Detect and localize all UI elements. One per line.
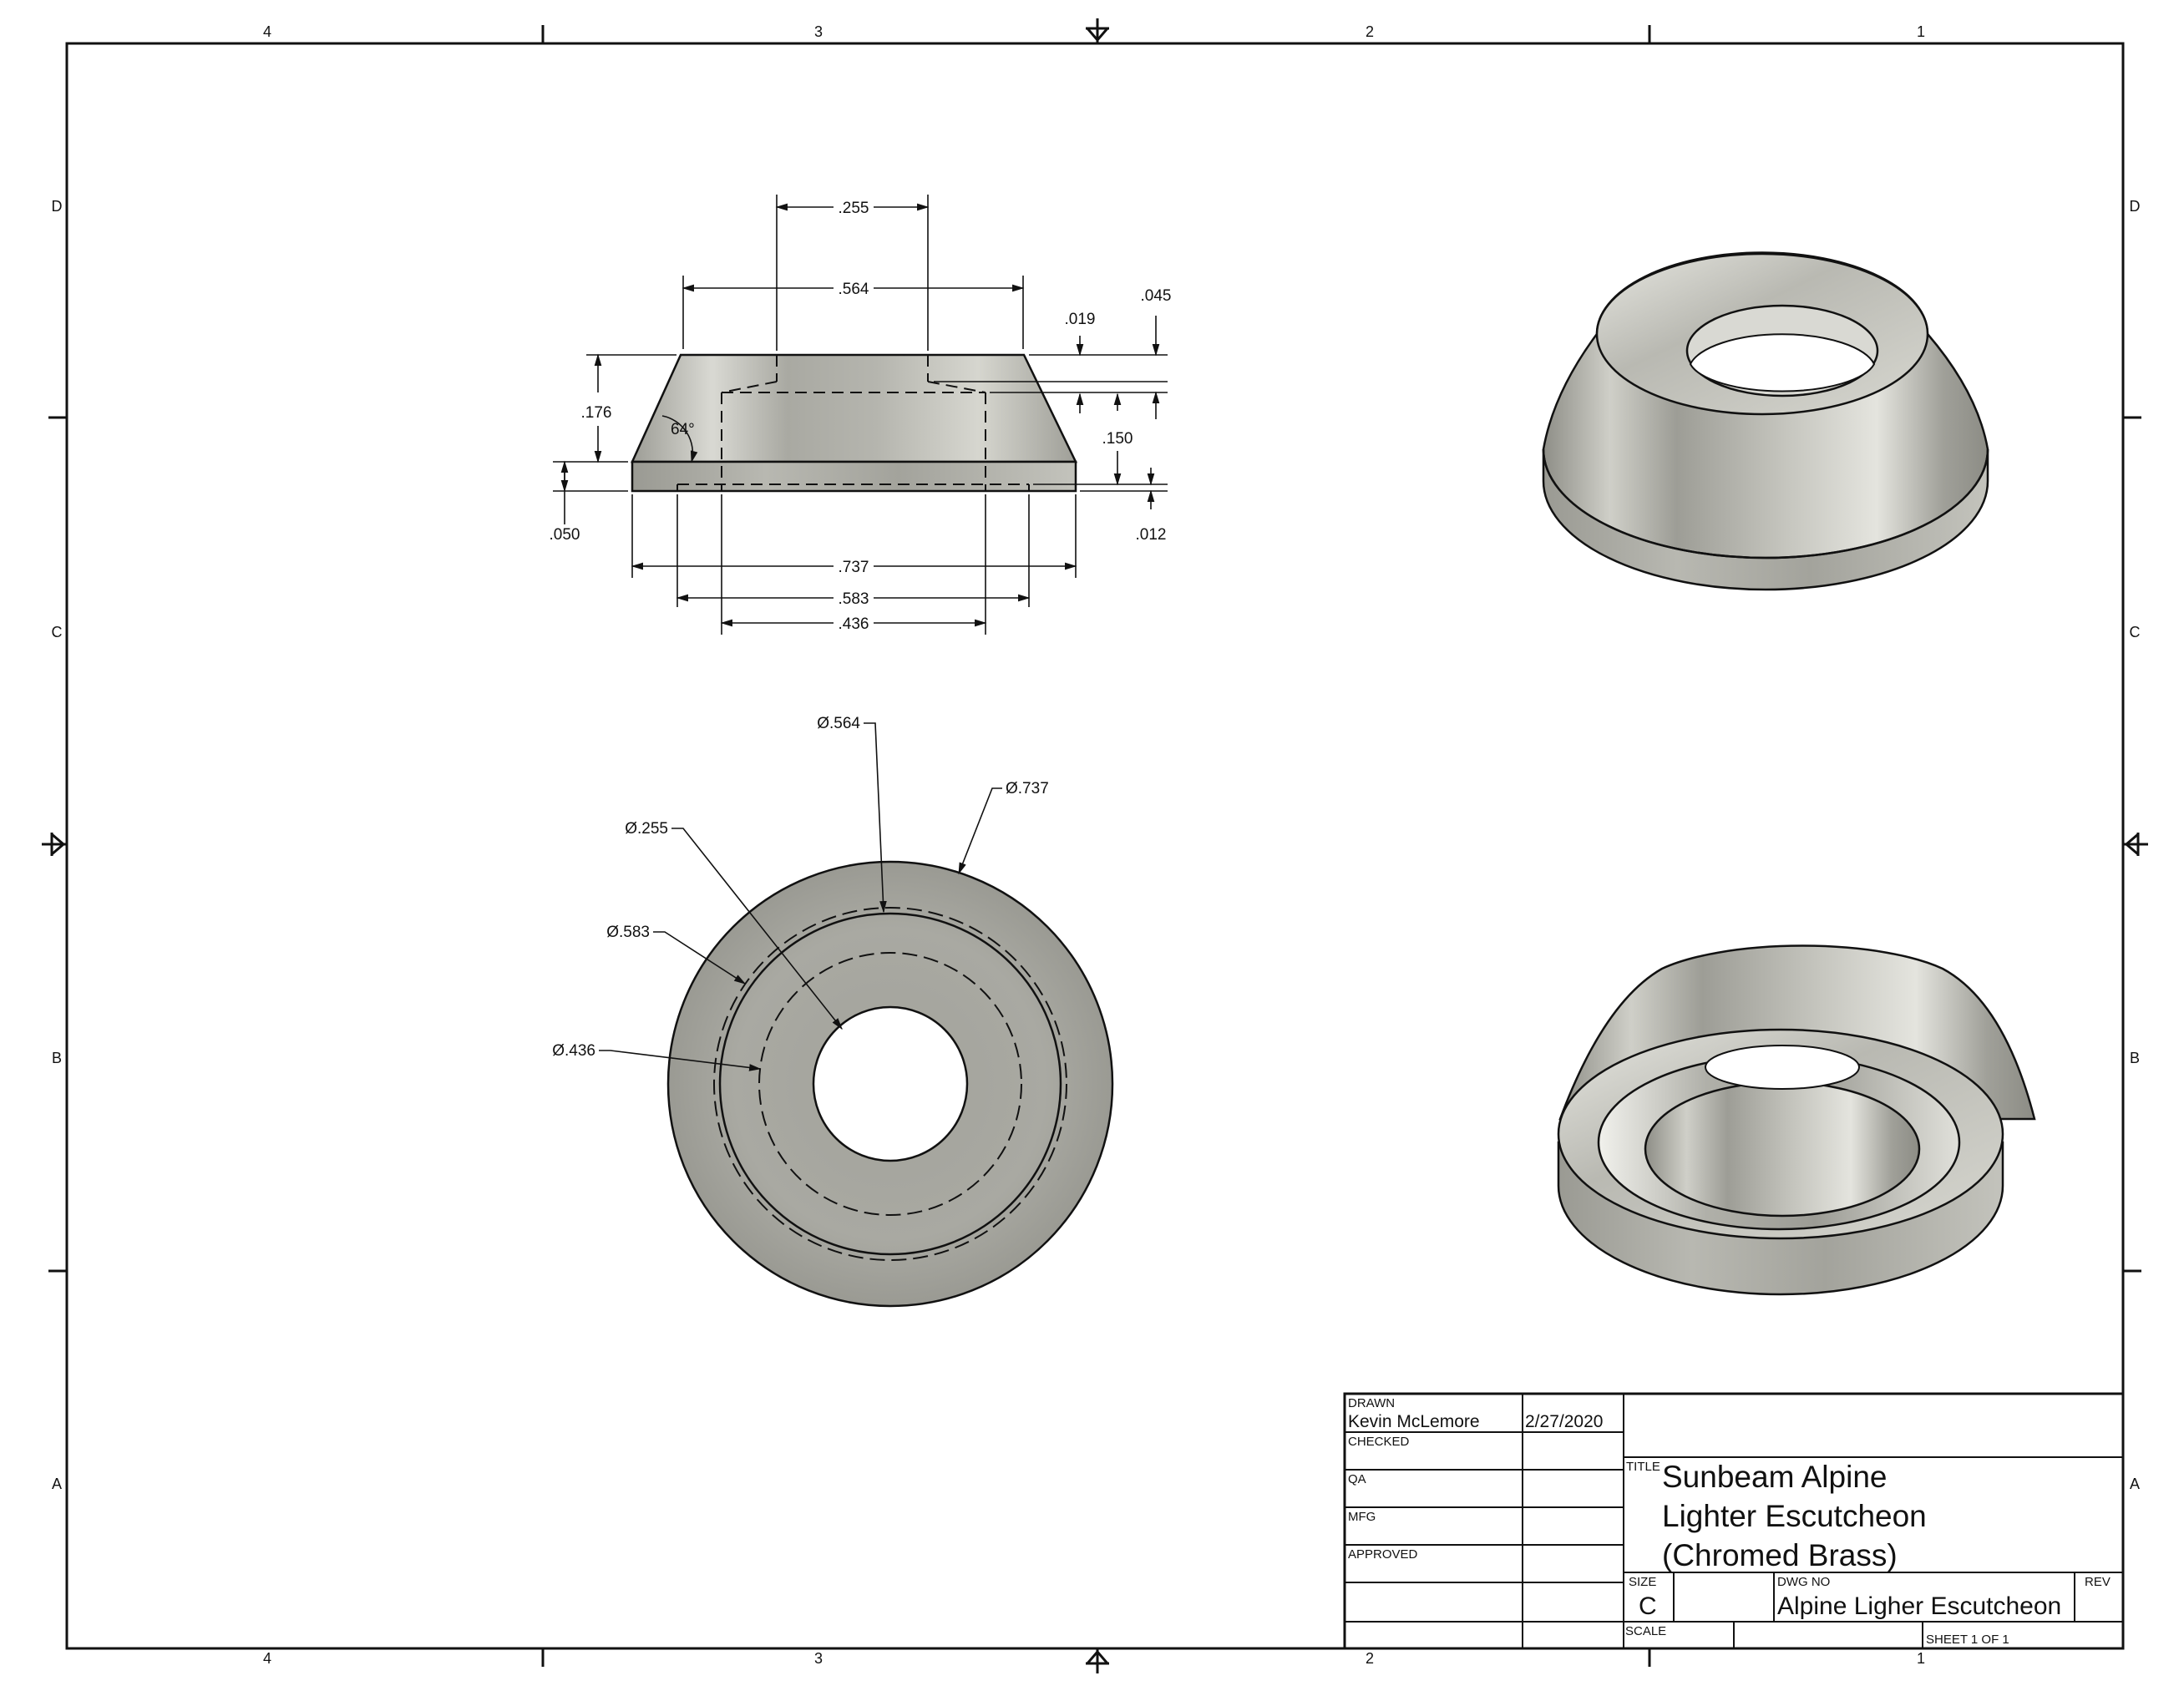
scale-label: SCALE xyxy=(1625,1624,1666,1638)
zone-col-2-top: 2 xyxy=(1366,23,1374,40)
drawing-border xyxy=(48,25,2141,1667)
dim-255-text: .255 xyxy=(839,200,869,217)
qa-label: QA xyxy=(1348,1472,1366,1486)
dim-436-text: .436 xyxy=(839,615,869,633)
top-view-cone-edge xyxy=(718,912,1062,1256)
top-view-hidden-583 xyxy=(713,907,1067,1261)
drawn-by: Kevin McLemore xyxy=(1348,1412,1480,1431)
dim-045-text: .045 xyxy=(1141,287,1172,305)
iso-bottom-recess-inner xyxy=(1644,1081,1921,1218)
mfg-label: MFG xyxy=(1348,1510,1376,1524)
zone-row-a-left: A xyxy=(52,1476,62,1492)
zone-col-2-bottom: 2 xyxy=(1366,1650,1374,1667)
front-view-dimension-lines xyxy=(553,195,1168,635)
top-view-leaders xyxy=(599,722,1002,1071)
zone-col-1-bottom: 1 xyxy=(1917,1650,1925,1667)
callout-436-text: Ø.436 xyxy=(552,1042,595,1060)
drawn-date: 2/27/2020 xyxy=(1525,1412,1603,1431)
zone-row-b-right: B xyxy=(2130,1050,2140,1066)
dwg-no-label: DWG NO xyxy=(1777,1575,1830,1589)
zone-col-3-bottom: 3 xyxy=(814,1650,823,1667)
iso-top-base-edge xyxy=(1542,448,1989,559)
zone-col-4-top: 4 xyxy=(263,23,271,40)
iso-top-hole-bore xyxy=(1689,333,1876,392)
drawn-label: DRAWN xyxy=(1348,1396,1395,1410)
front-view-hidden-lines xyxy=(676,355,1030,491)
top-view-callout-values: Ø.564 Ø.737 Ø.255 Ø.583 Ø.436 xyxy=(552,715,1049,1060)
dim-050-text: .050 xyxy=(550,526,580,544)
dim-angle-text: 64° xyxy=(671,421,695,438)
front-view: .255 .564 .019 .045 .176 64° .150 .050 .… xyxy=(550,195,1172,635)
title-line-2: Lighter Escutcheon xyxy=(1662,1499,1927,1533)
iso-bottom-hole xyxy=(1705,1045,1860,1090)
callout-583-text: Ø.583 xyxy=(606,924,650,941)
centering-marks xyxy=(42,18,2148,1673)
dim-564-text: .564 xyxy=(839,281,869,298)
callout-255-text: Ø.255 xyxy=(625,820,668,838)
zone-col-1-top: 1 xyxy=(1917,23,1925,40)
top-view-hidden-436 xyxy=(758,952,1022,1216)
front-view-dimension-values: .255 .564 .019 .045 .176 64° .150 .050 .… xyxy=(550,200,1172,633)
callout-564-text: Ø.564 xyxy=(817,715,860,732)
dim-176-text: .176 xyxy=(581,404,612,422)
callout-737-text: Ø.737 xyxy=(1006,780,1049,797)
zone-row-b-left: B xyxy=(52,1050,62,1066)
zone-row-c-left: C xyxy=(52,624,63,640)
rev-label: REV xyxy=(2085,1575,2111,1589)
title-block xyxy=(1343,1392,2125,1650)
isometric-view-top xyxy=(1542,251,1989,591)
size-value: C xyxy=(1639,1592,1657,1620)
isometric-view-bottom xyxy=(1557,944,2036,1296)
title-line-3: (Chromed Brass) xyxy=(1662,1538,1898,1572)
zone-col-4-bottom: 4 xyxy=(263,1650,271,1667)
title-block-text: DRAWN Kevin McLemore 2/27/2020 CHECKED Q… xyxy=(1348,1396,2111,1647)
dim-019-text: .019 xyxy=(1065,311,1096,328)
zone-row-d-right: D xyxy=(2130,198,2141,215)
title-line-1: Sunbeam Alpine xyxy=(1662,1460,1887,1494)
front-view-cone-body xyxy=(631,353,1077,463)
zone-labels: 4 3 2 1 4 3 2 1 D C B A D C B A xyxy=(52,23,2141,1667)
top-view: Ø.564 Ø.737 Ø.255 Ø.583 Ø.436 xyxy=(552,715,1114,1308)
zone-col-3-top: 3 xyxy=(814,23,823,40)
sheet-label: SHEET 1 OF 1 xyxy=(1926,1633,2009,1647)
zone-row-c-right: C xyxy=(2130,624,2141,640)
checked-label: CHECKED xyxy=(1348,1435,1410,1449)
size-label: SIZE xyxy=(1629,1575,1656,1589)
approved-label: APPROVED xyxy=(1348,1547,1418,1562)
dim-012-text: .012 xyxy=(1136,526,1167,544)
dim-150-text: .150 xyxy=(1102,430,1133,448)
front-view-base-flange xyxy=(631,460,1077,493)
zone-row-a-right: A xyxy=(2130,1476,2140,1492)
dim-583-text: .583 xyxy=(839,590,869,608)
title-label: TITLE xyxy=(1626,1460,1660,1474)
zone-row-d-left: D xyxy=(52,198,63,215)
top-view-center-hole xyxy=(812,1005,969,1162)
dwg-no-value: Alpine Ligher Escutcheon xyxy=(1777,1592,2061,1620)
dim-737-text: .737 xyxy=(839,559,869,576)
